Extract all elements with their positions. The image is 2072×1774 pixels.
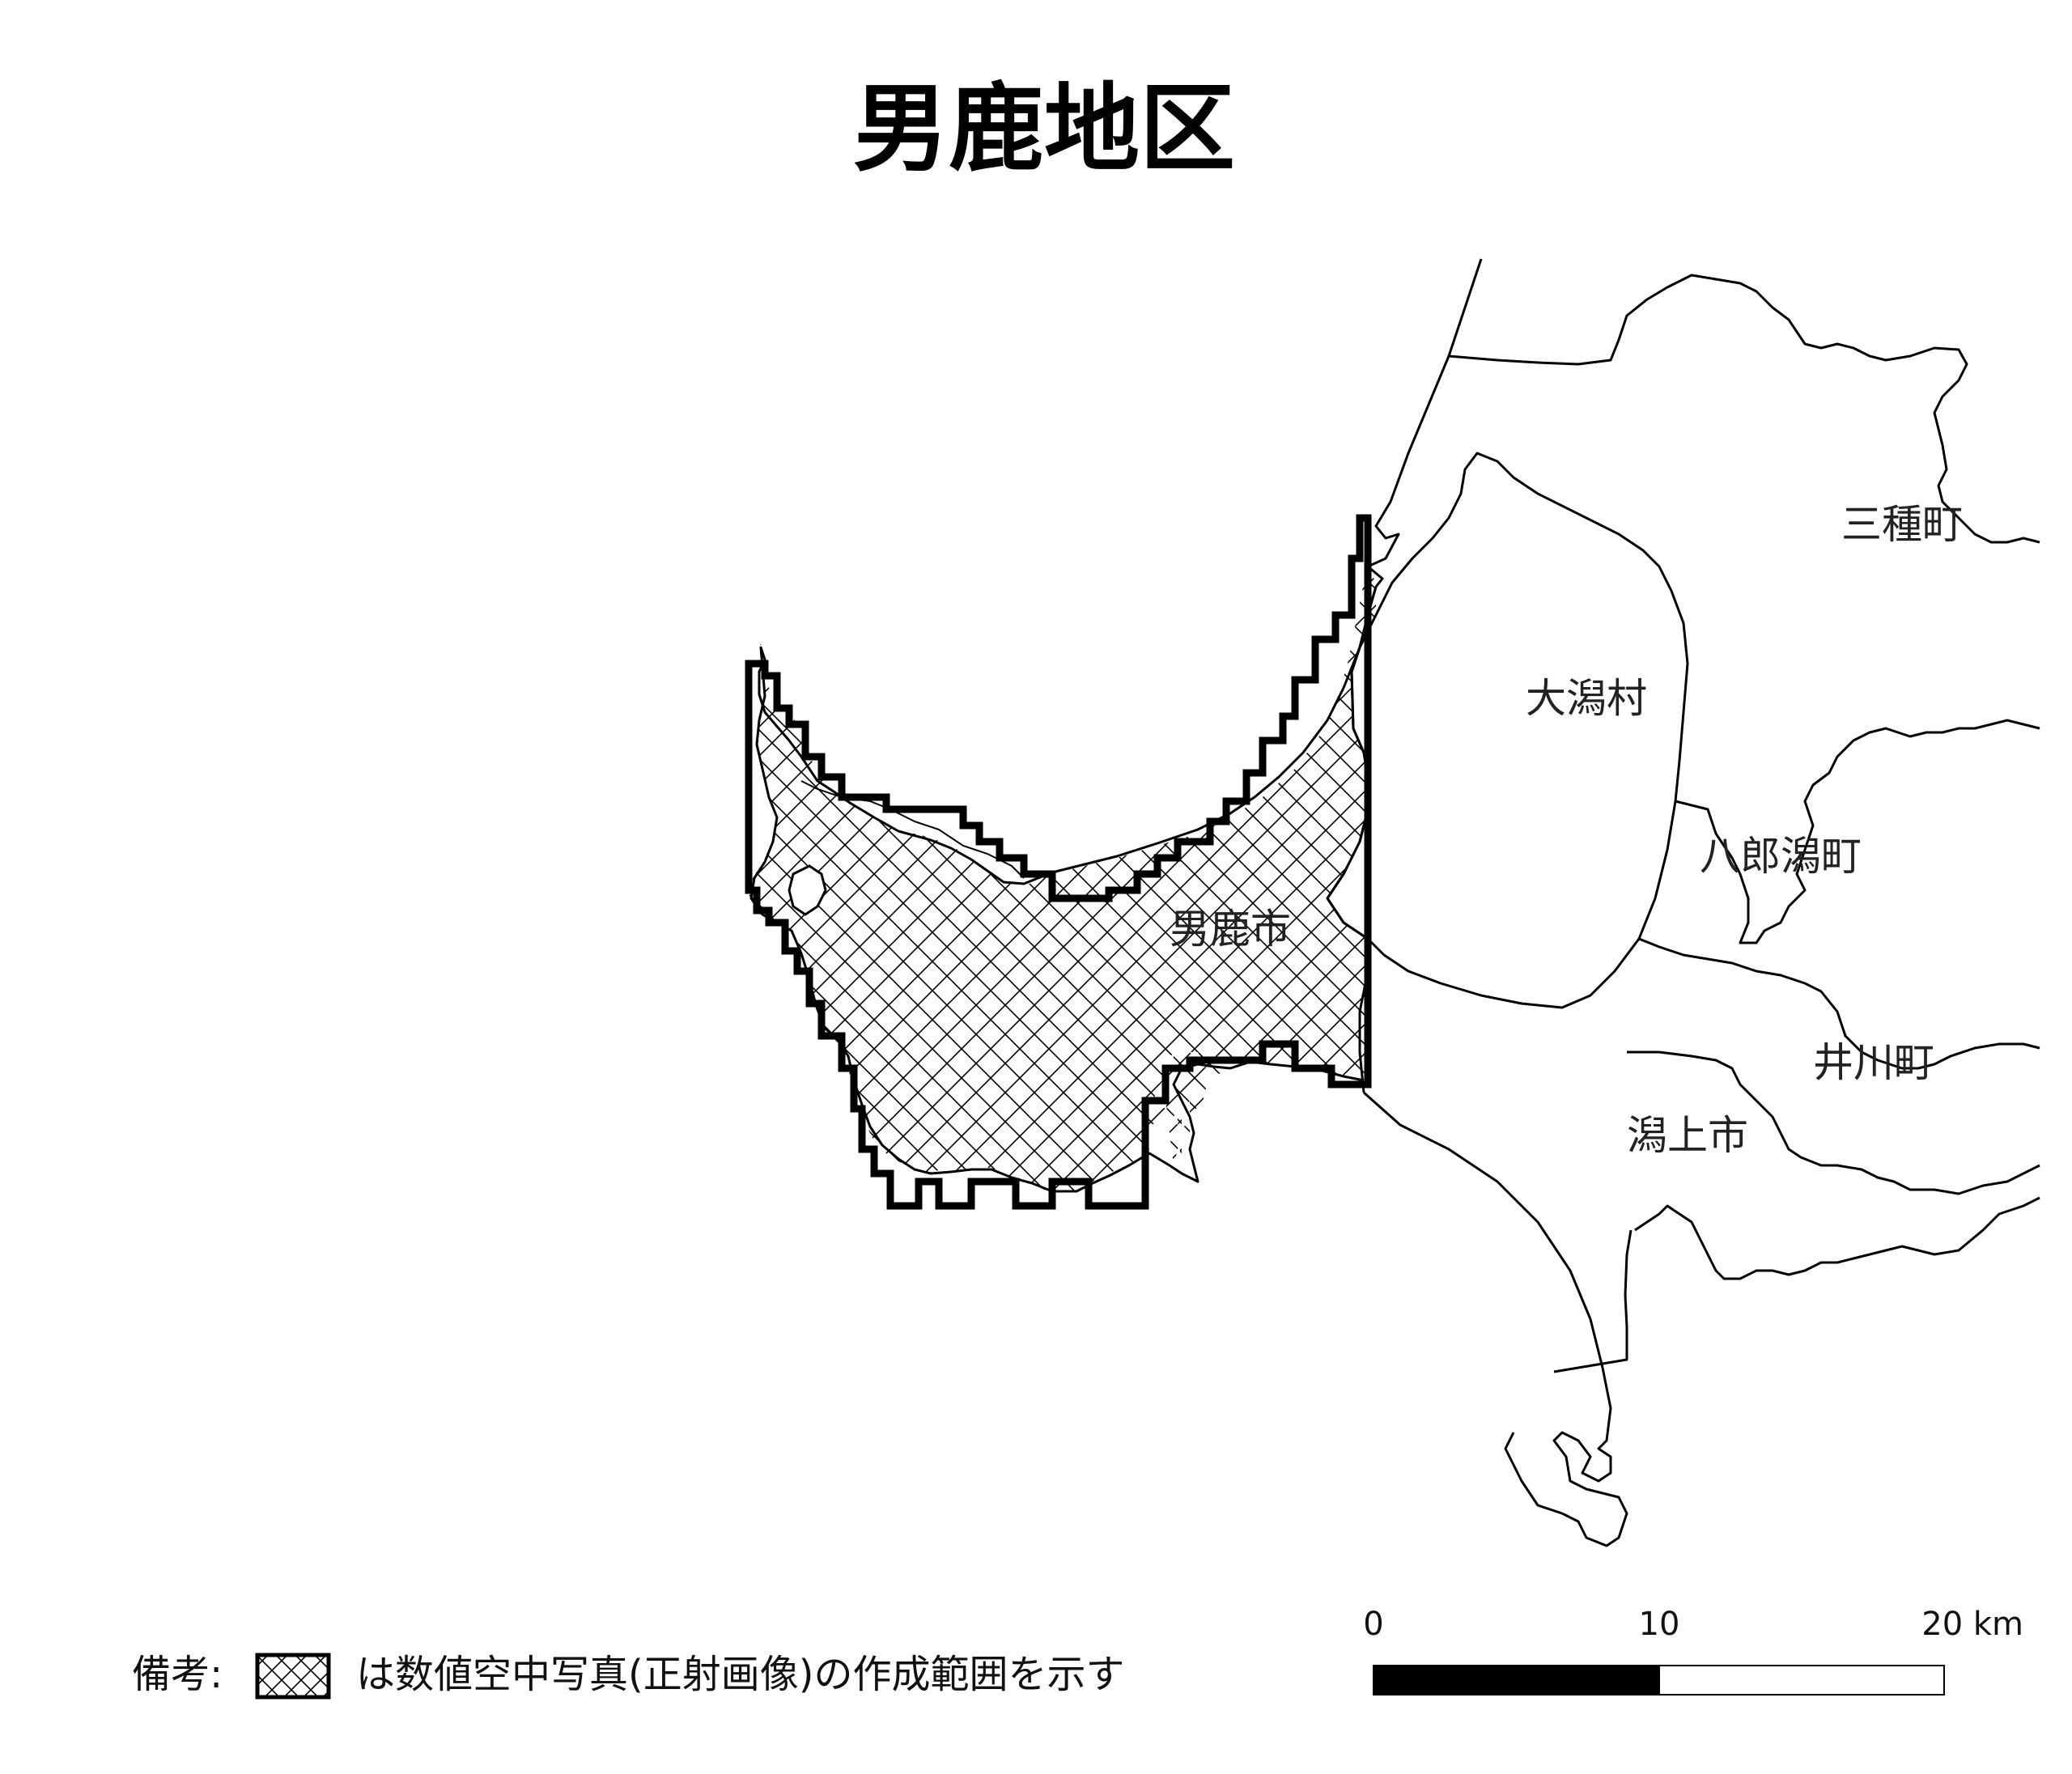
ikawa-north-boundary	[1638, 937, 2040, 1070]
scale-segment-white	[1658, 1665, 1945, 1695]
coastline-south	[1363, 1091, 1628, 1547]
legend-prefix: 備考:	[132, 1652, 223, 1697]
scale-bar: 0 10 20 km	[1363, 1606, 2023, 1695]
place-label-hachirogata: 八郎潟町	[1700, 833, 1862, 880]
scale-label-0: 0	[1363, 1606, 1383, 1643]
map-title: 男鹿地区	[853, 73, 1235, 185]
municipal-boundaries	[1326, 258, 2040, 1547]
legend-text: は数値空中写真(正射画像)の作成範囲を示す	[356, 1652, 1124, 1697]
coastline-north	[1366, 258, 1483, 588]
place-label-ikawa: 井川町	[1813, 1039, 1934, 1086]
coverage-area	[745, 514, 1378, 1210]
ogata-village-boundary	[1326, 452, 1689, 1009]
place-label-katagami: 潟上市	[1627, 1112, 1748, 1159]
scale-label-20km: 20 km	[1921, 1606, 2023, 1643]
oga-inner-boundary	[800, 780, 1025, 879]
katagami-south-boundary	[1634, 1196, 2040, 1280]
akita-boundary	[1553, 1229, 1633, 1373]
place-label-oga: 男鹿市	[1170, 906, 1291, 953]
coverage-outline	[745, 514, 1372, 1210]
lagoon	[788, 864, 827, 916]
crosshatch-icon	[255, 1653, 331, 1700]
scale-segment-black	[1373, 1665, 1660, 1695]
oga-peninsula-coast	[749, 586, 1378, 1193]
place-label-ogata: 大潟村	[1526, 675, 1647, 722]
legend: 備考: は数値空中写真(正射画像)の作成範囲を示す	[132, 1652, 1124, 1700]
hachirogata-boundary	[1675, 719, 2040, 944]
katagami-north-boundary	[1627, 1050, 2040, 1195]
place-label-mitane: 三種町	[1841, 501, 1963, 548]
scale-label-10: 10	[1639, 1606, 1680, 1643]
mitane-boundary	[1448, 274, 2040, 544]
oga-peninsula-land	[749, 554, 1376, 1194]
